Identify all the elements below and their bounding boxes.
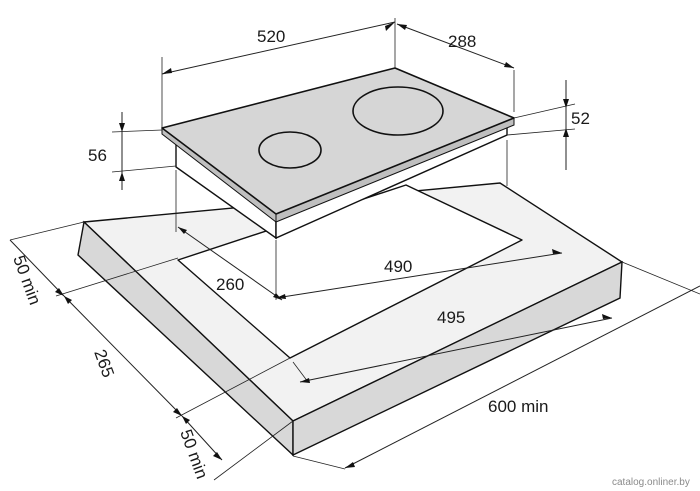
label-rear-min-gap: 50 min [176, 427, 211, 481]
dim-line-490 [275, 252, 563, 299]
dim-line-260 [177, 226, 283, 301]
label-hob-depth: 288 [448, 32, 476, 51]
label-front-min-gap: 50 min [9, 253, 44, 307]
watermark: catalog.onliner.by [612, 477, 690, 488]
countertop-side-face [292, 260, 623, 457]
label-cutout-width: 490 [384, 257, 412, 276]
dim-line-50-top [9, 239, 65, 297]
label-countertop-min-width: 600 min [488, 397, 548, 416]
dimension-lines [9, 18, 700, 481]
dim-line-50-bottom [181, 415, 223, 461]
label-hob-width: 520 [257, 27, 285, 46]
dim-line-288 [396, 23, 515, 69]
hob [161, 67, 515, 240]
label-total-height: 56 [88, 146, 107, 165]
label-cutout-depth: 260 [216, 275, 244, 294]
label-countertop-width: 495 [437, 308, 465, 327]
dim-line-600 [344, 285, 700, 469]
dim-line-495 [299, 317, 613, 383]
label-side-depth: 265 [90, 347, 118, 380]
cooking-zone-large [352, 86, 444, 136]
cooking-zone-small [258, 131, 322, 169]
dim-line-265 [63, 295, 183, 417]
dim-line-520 [161, 21, 396, 75]
label-top-thickness: 52 [571, 109, 590, 128]
